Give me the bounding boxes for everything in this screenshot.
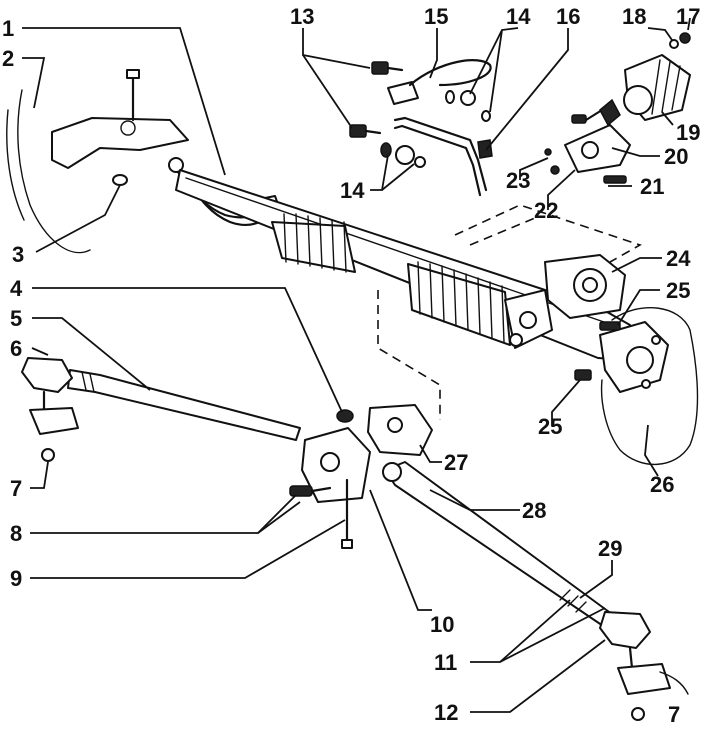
callout-11: 11 xyxy=(434,650,457,675)
callout-9: 9 xyxy=(10,566,22,591)
bolt-upper xyxy=(599,321,621,331)
tie-rod-bracket xyxy=(367,404,433,456)
callout-21: 21 xyxy=(640,174,664,199)
callout-18: 18 xyxy=(622,4,646,29)
callout-7-right: 7 xyxy=(668,702,680,727)
callout-20: 20 xyxy=(664,144,688,169)
center-tie-rod-mount xyxy=(289,409,371,549)
callout-28: 28 xyxy=(522,498,546,523)
callout-7: 7 xyxy=(10,476,22,501)
callout-25-upper: 25 xyxy=(666,278,690,303)
callout-6: 6 xyxy=(10,336,22,361)
callout-23: 23 xyxy=(506,168,530,193)
callout-2: 2 xyxy=(2,46,14,71)
callout-14-left: 14 xyxy=(340,178,365,203)
callout-labels: 1 2 3 4 5 6 7 8 9 10 11 12 13 14 14 15 1… xyxy=(2,4,700,727)
left-rack-boot xyxy=(271,213,356,273)
callout-17: 17 xyxy=(676,4,700,29)
callout-10: 10 xyxy=(430,612,454,637)
callout-19: 19 xyxy=(676,120,700,145)
callout-14-top: 14 xyxy=(506,4,531,29)
callout-25-lower: 25 xyxy=(538,414,562,439)
right-mounting-flange xyxy=(599,321,669,393)
callout-24: 24 xyxy=(666,246,691,271)
right-rack-boot xyxy=(407,261,511,346)
bolt-lower xyxy=(574,369,592,381)
servo-control-unit xyxy=(544,32,691,184)
callout-26: 26 xyxy=(650,472,674,497)
callout-12: 12 xyxy=(434,700,458,725)
callout-4: 4 xyxy=(10,276,23,301)
callout-13: 13 xyxy=(290,4,314,29)
callout-1: 1 xyxy=(2,16,14,41)
callout-22: 22 xyxy=(534,198,558,223)
pinion-valve-housing xyxy=(504,254,626,349)
callout-16: 16 xyxy=(556,4,580,29)
callout-3: 3 xyxy=(12,242,24,267)
parts-drawing xyxy=(6,32,699,721)
callout-29: 29 xyxy=(598,536,622,561)
mounting-bracket xyxy=(51,117,189,169)
callout-8: 8 xyxy=(10,521,22,546)
left-tie-rod xyxy=(21,357,301,462)
callout-leaders xyxy=(22,17,691,713)
right-tie-rod xyxy=(382,461,689,721)
callout-5: 5 xyxy=(10,306,22,331)
callout-27: 27 xyxy=(444,450,468,475)
callout-15: 15 xyxy=(424,4,448,29)
